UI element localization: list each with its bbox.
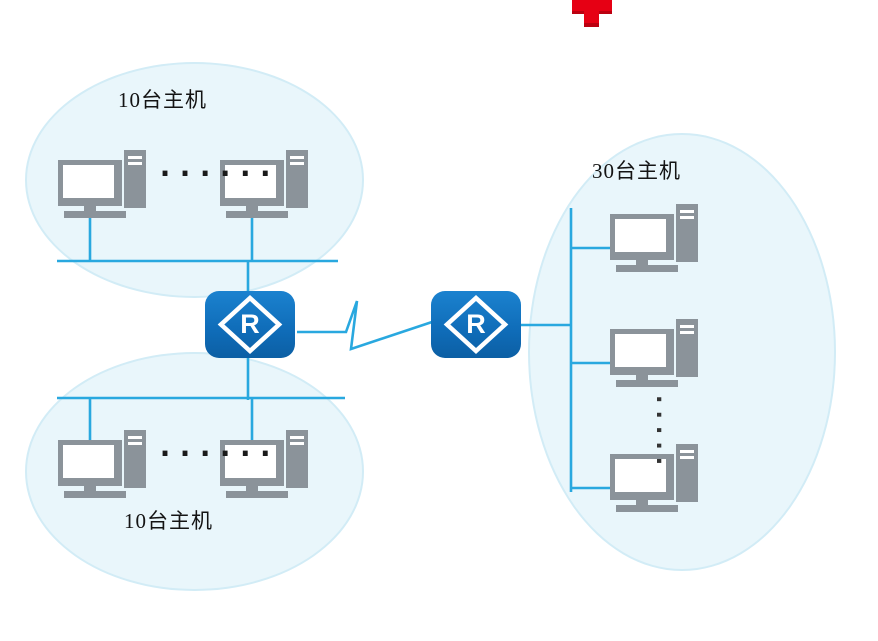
computer-icon bbox=[610, 202, 714, 280]
computer-icon bbox=[58, 148, 162, 226]
computer-icon bbox=[220, 148, 324, 226]
vertical-host-ellipsis: ····· bbox=[645, 392, 673, 470]
router-label: R bbox=[240, 309, 260, 339]
router-label: R bbox=[466, 309, 486, 339]
red-cross-svg bbox=[572, 0, 612, 27]
computer-icon bbox=[58, 428, 162, 506]
host-ellipsis: ······ bbox=[156, 157, 277, 192]
group-label-right: 30台主机 bbox=[592, 159, 681, 183]
host-ellipsis: ······ bbox=[156, 437, 277, 472]
router1-router2-serial-link bbox=[297, 300, 433, 351]
computer-icon bbox=[610, 317, 714, 395]
computer-icon bbox=[610, 442, 714, 520]
router-icon: R bbox=[205, 291, 295, 358]
computer-icon bbox=[220, 428, 324, 506]
router-icon: R bbox=[431, 291, 521, 358]
group-label-bottom-left: 10台主机 bbox=[124, 509, 213, 533]
group-label-top-left: 10台主机 bbox=[118, 88, 207, 112]
red-cross-icon bbox=[570, 0, 614, 33]
